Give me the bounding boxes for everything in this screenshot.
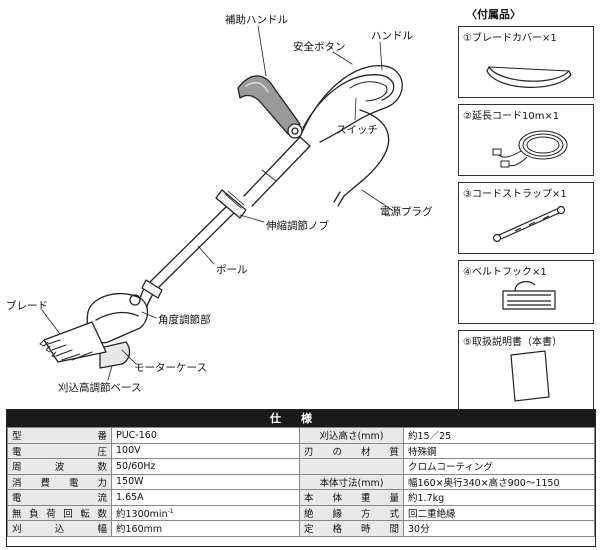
accessory-item: ①ブレードカバー×1 — [458, 26, 594, 98]
spec-key: 型番 — [7, 427, 112, 444]
accessory-item: ④ベルトフック×1 — [458, 260, 594, 324]
spec-value-sup: -1 — [167, 507, 174, 515]
spec-key: 刈込幅 — [7, 520, 112, 537]
label-telescopic-knob: 伸縮調節ノブ — [266, 220, 329, 232]
spec-value: 30分 — [403, 520, 595, 537]
label-angle-adjust: 角度調節部 — [158, 314, 211, 326]
spec-key: 電流 — [7, 489, 112, 506]
accessory-label: ④ベルトフック×1 — [463, 267, 547, 278]
label-power-plug: 電源プラグ — [380, 206, 433, 218]
spec-value: 回二重絶縁 — [403, 504, 595, 521]
table-row: 型番 PUC-160 刈込高さ(mm) 約15／25 — [7, 427, 595, 444]
table-row: 無負荷回転数 約1300min-1 絶縁方式 回二重絶縁 — [7, 504, 595, 521]
label-aux-handle: 補助ハンドル — [225, 14, 288, 26]
cord-strap-icon — [492, 205, 566, 243]
spec-key: 周波数 — [7, 458, 112, 475]
accessory-item: ③コードストラップ×1 — [458, 182, 594, 254]
accessory-label: ②延長コード10m×1 — [463, 111, 560, 122]
spec-value: クロムコーティング — [403, 458, 595, 475]
label-switch: スイッチ — [336, 124, 378, 136]
spec-value: 約160mm — [111, 520, 300, 537]
label-cut-height-base: 刈込高調節ベース — [58, 382, 142, 394]
blade-cover-icon — [486, 65, 572, 88]
accessory-label: ①ブレードカバー×1 — [463, 33, 557, 44]
accessory-label: ③コードストラップ×1 — [463, 189, 567, 200]
spec-value: 100V — [111, 442, 300, 459]
spec-key: 絶縁方式 — [299, 504, 404, 521]
spec-value: PUC-160 — [111, 427, 300, 444]
spec-key: 刃の材質 — [299, 442, 404, 459]
accessories-title: 〈付属品〉 — [466, 8, 521, 21]
spec-grid: 型番 PUC-160 刈込高さ(mm) 約15／25 電圧 100V 刃の材質 … — [7, 427, 595, 537]
spec-value: 50/60Hz — [111, 458, 300, 475]
product-diagram: 補助ハンドル 安全ボタン ハンドル スイッチ 電源プラグ 伸縮調節ノブ ポール … — [6, 8, 594, 410]
table-row: 電圧 100V 刃の材質 特殊鋼 — [7, 442, 595, 459]
spec-value: 150W — [111, 473, 300, 490]
spec-value-main: 約1300min — [116, 508, 168, 520]
grass-trimmer-illustration — [39, 25, 403, 381]
belt-hook-icon — [502, 281, 556, 310]
label-handle: ハンドル — [371, 30, 413, 42]
table-row: 電流 1.65A 本体重量 約1.7kg — [7, 489, 595, 506]
spec-value: 特殊鋼 — [403, 442, 595, 459]
table-row: 消費電力 150W 本体寸法(mm) 幅160×奥行340×高さ900～1150 — [7, 473, 595, 490]
spec-key: 本体寸法(mm) — [299, 473, 404, 490]
manual-icon — [510, 350, 550, 402]
spec-key: 消費電力 — [7, 473, 112, 490]
spec-key: 電圧 — [7, 442, 112, 459]
spec-key: 刈込高さ(mm) — [299, 427, 404, 444]
accessory-item: ②延長コード10m×1 — [458, 104, 594, 176]
label-blade: ブレード — [6, 300, 48, 312]
label-pole: ポール — [216, 264, 248, 276]
spec-value: 約1300min-1 — [111, 504, 300, 521]
spec-table: 仕様 型番 PUC-160 刈込高さ(mm) 約15／25 電圧 100V 刃の… — [6, 409, 596, 547]
accessory-item: ⑤取扱説明書（本書） — [458, 330, 594, 410]
label-safety-button: 安全ボタン — [293, 41, 346, 53]
spec-value: 1.65A — [111, 489, 300, 506]
spec-value: 幅160×奥行340×高さ900～1150 — [403, 473, 595, 490]
table-row: 刈込幅 約160mm 定格時間 30分 — [7, 520, 595, 537]
spec-key: 本体重量 — [299, 489, 404, 506]
spec-value: 約1.7kg — [403, 489, 595, 506]
table-row: 周波数 50/60Hz クロムコーティング — [7, 458, 595, 475]
spec-title: 仕様 — [7, 410, 595, 427]
spec-key: 無負荷回転数 — [7, 504, 112, 521]
spec-value: 約15／25 — [403, 427, 595, 444]
label-motor-case: モーターケース — [134, 362, 207, 374]
extension-cord-icon — [492, 130, 568, 168]
spec-key — [299, 458, 404, 475]
accessory-label: ⑤取扱説明書（本書） — [463, 337, 562, 348]
spec-key: 定格時間 — [299, 520, 404, 537]
